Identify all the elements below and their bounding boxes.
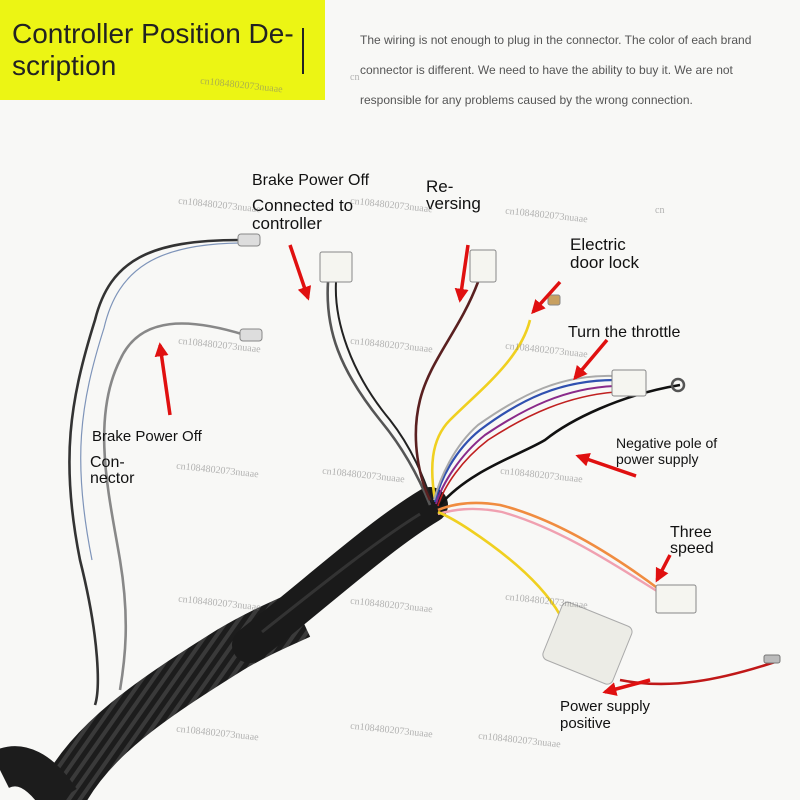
label-connected-line-2: controller: [252, 214, 322, 233]
wire-throttle-red: [437, 391, 616, 507]
label-reversing-line-1: Re-: [426, 177, 454, 196]
terminal-brake-top: [237, 233, 261, 247]
label-turn-throttle: Turn the throttle: [568, 324, 681, 341]
wire-door-lock: [430, 319, 532, 501]
arrow-throttle: [573, 338, 609, 381]
watermark: cn: [655, 205, 665, 216]
brake-wire-black: [68, 238, 241, 706]
wire-throttle-white: [433, 374, 616, 501]
ring-terminal: [670, 377, 686, 393]
arrow-negative: [575, 453, 637, 478]
title-cursor-bar: [302, 28, 304, 74]
title-block: Controller Position De- scription: [0, 0, 325, 100]
title-line-2: scription: [12, 50, 117, 81]
connector-controller: [319, 251, 353, 283]
arrow-door-lock: [531, 280, 562, 315]
watermark: cn: [350, 72, 360, 83]
arrow-brake-left: [154, 342, 172, 416]
wire-controller-grey: [326, 281, 432, 506]
wire-three-speed-pink: [437, 507, 666, 598]
wire-negative: [439, 383, 681, 506]
label-connector-line-1: Con-: [90, 454, 125, 471]
label-three-speed-line-2: speed: [670, 540, 714, 557]
title-highlight: [0, 0, 325, 100]
wire-three-speed-orange: [437, 501, 661, 592]
label-positive-line-2: positive: [560, 715, 611, 732]
label-negative-line-2: power supply: [616, 451, 699, 467]
disclaimer-notice: The wiring is not enough to plug in the …: [360, 33, 752, 107]
callout-arrows: [154, 244, 672, 696]
wire-throttle-blue: [433, 378, 616, 503]
connector-throttle: [611, 369, 647, 397]
label-reversing-line-2: versing: [426, 194, 481, 213]
arrow-brake-top: [288, 244, 312, 301]
label-door-lock-line-2: door lock: [570, 253, 639, 272]
label-door-lock-line-1: Electric: [570, 235, 626, 254]
arrow-positive: [602, 678, 651, 696]
terminal-positive: [763, 654, 781, 664]
brake-wire-grey: [102, 322, 246, 691]
arrow-three-speed: [655, 554, 672, 583]
label-brake-power-off-top: Brake Power Off: [252, 172, 370, 189]
title-line-1: Controller Position De-: [12, 18, 294, 49]
fuse-holder: [542, 601, 633, 685]
sheath-highlight: [261, 512, 421, 634]
terminal-door-lock: [547, 294, 561, 306]
conduit-end: [0, 746, 77, 800]
label-positive-line-1: Power supply: [560, 698, 651, 715]
label-brake-power-off-left: Brake Power Off: [92, 428, 202, 445]
connector-reversing: [469, 249, 497, 283]
connector-three-speed: [655, 584, 697, 614]
label-connected-line-1: Connected to: [252, 196, 354, 215]
label-negative-line-1: Negative pole of: [616, 435, 718, 451]
terminal-brake-left: [239, 328, 263, 342]
arrow-reversing: [454, 244, 470, 303]
label-three-speed-line-1: Three: [670, 524, 712, 541]
label-connector-line-2: nector: [90, 470, 135, 487]
wire-throttle-purple: [435, 385, 616, 505]
wire-positive-yellow: [437, 510, 562, 616]
page-title: Controller Position De- scription: [12, 18, 304, 82]
brake-wire-blue-stripe: [80, 242, 241, 561]
wire-reversing: [414, 281, 480, 501]
